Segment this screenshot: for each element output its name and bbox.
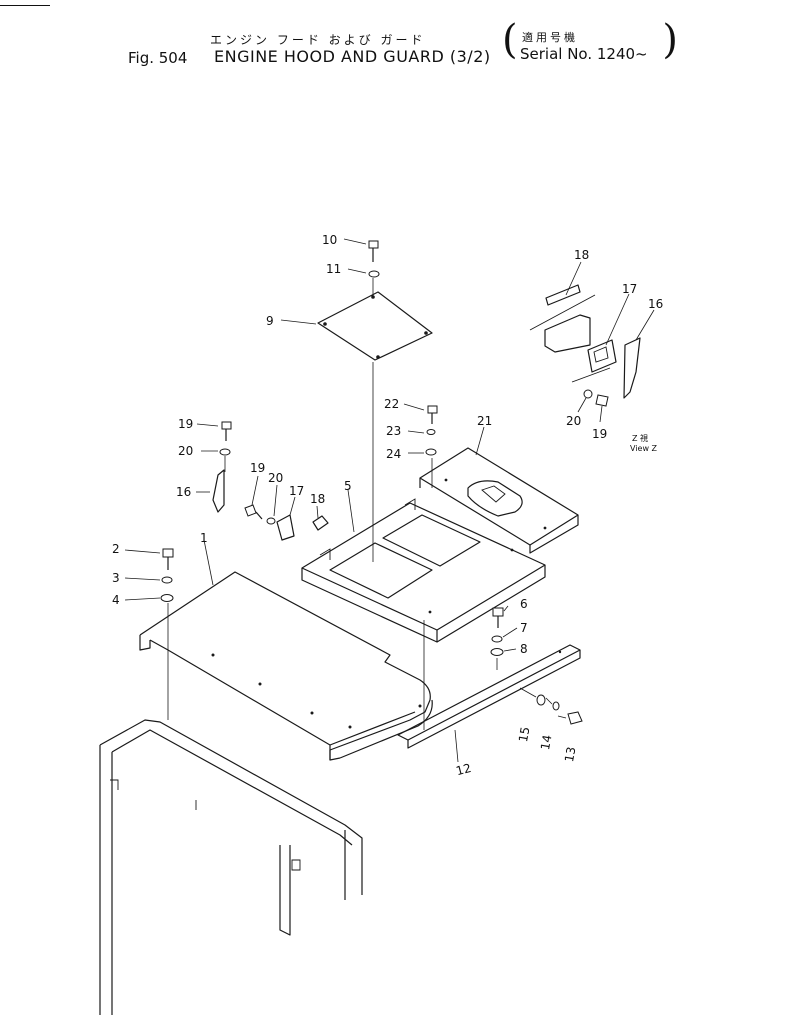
callout-10: 10 [322,233,337,247]
fasteners [160,240,583,725]
callout-23: 23 [386,424,401,438]
callout-18-view: 18 [574,248,589,262]
callout-12: 12 [454,761,472,778]
callout-8: 8 [520,642,528,656]
callout-17-view: 17 [622,282,637,296]
callout-11: 11 [326,262,341,276]
callout-17-mid: 17 [289,484,304,498]
callout-9: 9 [266,314,274,328]
callout-3: 3 [112,571,120,585]
callout-5: 5 [344,479,352,493]
view-z-label-jp: Z 視 [632,434,648,443]
callout-4: 4 [112,593,120,607]
callout-1: 1 [200,531,208,545]
applicable-serial-box: ( 適用号機 Serial No. 1240~ ) [502,20,678,66]
figure-title: ENGINE HOOD AND GUARD (3/2) [214,47,491,66]
serial-range: Serial No. 1240~ [520,45,648,63]
cover-plate-part-9 [317,291,433,361]
callout-numbers: 10 11 9 18 17 16 22 23 24 21 20 19 19 20… [112,233,663,778]
engine-hood-part-1 [139,571,433,761]
callout-21: 21 [477,414,492,428]
callout-24: 24 [386,447,401,461]
callout-14: 14 [538,734,554,751]
callout-16-left: 16 [176,485,191,499]
callout-20-mid: 20 [268,471,283,485]
callout-6: 6 [520,597,528,611]
callout-19-mid: 19 [250,461,265,475]
callout-16-view: 16 [648,297,663,311]
callout-20-left: 20 [178,444,193,458]
callout-19-view: 19 [592,427,607,441]
callout-20-view: 20 [566,414,581,428]
view-z-inset: Z 視 View Z [529,284,658,453]
left-paren: ( [502,17,518,63]
corner-rule [0,5,50,6]
figure-number: Fig. 504 [128,49,188,67]
hood-frame-part-5 [301,498,546,643]
callout-22: 22 [384,397,399,411]
callout-15: 15 [516,726,532,743]
leader-lines [124,238,655,763]
view-z-label-en: View Z [630,444,658,453]
right-paren: ) [662,17,678,63]
japanese-title: エンジン フード および ガード [210,33,426,47]
callout-2: 2 [112,542,120,556]
callout-18-mid: 18 [310,492,325,506]
applicable-label-jp: 適用号機 [522,31,578,44]
engine-housing [99,719,363,1015]
guard-rail-part-12 [397,644,581,749]
callout-19-left: 19 [178,417,193,431]
callout-13: 13 [562,746,578,763]
top-cover-part-21 [419,447,579,554]
callout-7: 7 [520,621,528,635]
